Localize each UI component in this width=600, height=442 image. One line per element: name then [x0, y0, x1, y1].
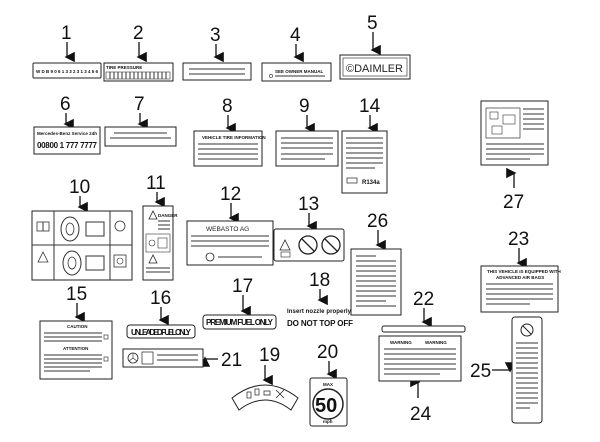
part-18-nozzle-label: Insert nozzle properly DO NOT TOP OFF	[287, 309, 353, 328]
tire-pressure-header: TIRE PRESSURE	[106, 65, 142, 70]
part-19-gauge-label	[231, 384, 299, 411]
part-1-vin-label: WDB9061332313456	[32, 62, 102, 79]
callout-2: 2	[133, 23, 144, 44]
part-12-webasto-label: WEBASTO AG	[186, 220, 274, 266]
callout-7: 7	[134, 94, 145, 115]
callout-17: 17	[232, 276, 253, 297]
callout-26: 26	[367, 211, 388, 232]
callout-1: 1	[61, 23, 72, 44]
speed-unit: mph	[323, 419, 333, 424]
caution-text: CAUTION	[67, 324, 88, 329]
webasto-text: WEBASTO AG	[206, 226, 249, 233]
callout-11: 11	[146, 173, 166, 194]
warning-right-text: WARNING	[425, 340, 447, 345]
premium-text: PREMIUM FUEL ONLY	[206, 318, 274, 327]
callout-14: 14	[359, 96, 381, 117]
callout-21: 21	[221, 350, 242, 371]
callout-23: 23	[508, 229, 529, 250]
speed-value: 50	[315, 395, 337, 417]
callout-22: 22	[413, 289, 434, 310]
part-8-tire-info-label: VEHICLE TIRE INFORMATION	[193, 130, 266, 167]
callout-3: 3	[210, 25, 221, 46]
part-13-prohibition-label	[273, 228, 345, 262]
callout-19: 19	[259, 345, 280, 366]
part-14-refrigerant-label: R134a	[341, 130, 388, 194]
part-26-label	[350, 248, 402, 316]
insert-nozzle-text: Insert nozzle properly	[287, 309, 352, 315]
tire-info-title: VEHICLE TIRE INFORMATION	[202, 135, 266, 140]
callout-15: 15	[66, 284, 87, 305]
part-20-max-speed-label: MAX 50 mph	[309, 377, 348, 427]
callout-10: 10	[69, 177, 90, 198]
callout-12: 12	[220, 184, 241, 205]
leader-arrows	[63, 32, 527, 398]
vin-text: WDB9061332313456	[36, 69, 98, 74]
callout-16: 16	[150, 288, 171, 309]
unleaded-text: UNLEADED FUEL ONLY	[131, 328, 192, 337]
part-7-label	[104, 126, 177, 147]
part-15-caution-label: CAUTION ATTENTION	[39, 320, 113, 380]
callout-5: 5	[367, 13, 378, 34]
airbag-line-1: THIS VEHICLE IS EQUIPPED WITH	[487, 269, 561, 274]
callout-25: 25	[470, 361, 491, 382]
danger-text: DANGER	[158, 213, 178, 218]
part-2-tire-pressure-label: TIRE PRESSURE	[103, 62, 174, 82]
part-6-service-label: Mercedes-Benz Service 24h 00800 1 777 77…	[33, 126, 101, 155]
part-23-airbag-label: THIS VEHICLE IS EQUIPPED WITH ADVANCED A…	[480, 265, 561, 313]
warning-left-text: WARNING	[390, 340, 412, 345]
callout-18: 18	[309, 270, 330, 291]
part-11-danger-label: DANGER	[142, 205, 178, 281]
max-text: MAX	[323, 382, 333, 387]
part-21-label	[122, 348, 204, 368]
callout-9: 9	[299, 96, 310, 117]
do-not-top-off-text: DO NOT TOP OFF	[287, 319, 353, 328]
callout-6: 6	[60, 94, 71, 115]
part-17-premium-label: PREMIUM FUEL ONLY	[202, 314, 277, 330]
callout-20: 20	[317, 342, 338, 363]
brand-text: ©DAIMLER	[346, 63, 403, 75]
callout-4: 4	[290, 25, 301, 46]
attention-text: ATTENTION	[63, 346, 88, 351]
part-10-pictogram-label	[31, 210, 133, 281]
callout-numbers: 1 2 3 4 5 6 7 8 9 14 27 10 11 12 13 26 2…	[60, 13, 529, 425]
callout-24: 24	[410, 404, 432, 425]
service-title: Mercedes-Benz Service 24h	[37, 131, 97, 136]
callout-27: 27	[503, 192, 524, 213]
part-4-text: SEE OWNER MANUAL	[275, 69, 324, 74]
callout-13: 13	[298, 194, 319, 215]
callout-8: 8	[222, 96, 233, 117]
refrigerant-text: R134a	[362, 180, 380, 186]
part-27-engine-label	[480, 100, 549, 166]
service-number: 00800 1 777 7777	[37, 141, 98, 150]
part-25-vertical-label	[511, 316, 543, 424]
part-22-strip	[381, 325, 466, 333]
part-24-warning-label: WARNING WARNING	[378, 335, 462, 382]
part-3-label	[182, 62, 252, 81]
part-16-unleaded-label: UNLEADED FUEL ONLY	[126, 324, 196, 339]
part-4-warning-label: SEE OWNER MANUAL	[261, 62, 332, 82]
airbag-line-2: ADVANCED AIR BAGS	[496, 275, 544, 280]
part-9-label	[275, 130, 339, 167]
part-5-brand-plate: ©DAIMLER	[339, 54, 411, 80]
